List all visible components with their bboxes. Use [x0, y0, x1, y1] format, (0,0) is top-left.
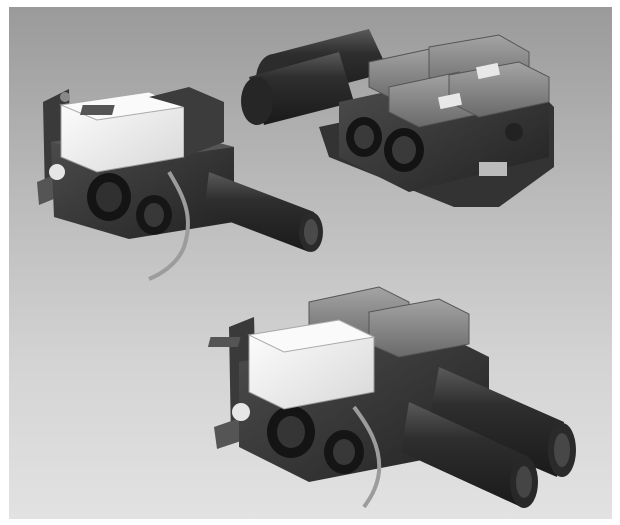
- sensor-display: [207, 337, 241, 347]
- cylinder-lower: [249, 52, 354, 125]
- port-medium-inner: [144, 203, 164, 227]
- cylinder-end-cap: [304, 219, 318, 245]
- side-port: [505, 123, 523, 141]
- sensor-housing-top: [247, 319, 376, 353]
- port-large-inner: [277, 416, 305, 448]
- bracket-hole: [60, 92, 70, 102]
- cylinder: [204, 172, 314, 252]
- valve-block: [149, 87, 224, 157]
- fitting-plug: [232, 403, 250, 421]
- cylinder-upper: [429, 367, 564, 477]
- sensor-cable: [148, 170, 191, 281]
- module-label-2: [437, 92, 463, 110]
- cylinder-upper-cap: [554, 433, 570, 467]
- valve-unit-left: [37, 87, 323, 281]
- cylinder-lower: [401, 402, 529, 507]
- product-photo: [9, 7, 612, 519]
- port-right-inner: [392, 136, 416, 164]
- port-medium-inner: [333, 439, 355, 465]
- cylinder-lower-end: [241, 77, 273, 125]
- fitting-plug: [49, 164, 65, 180]
- valve-unit-bottom: [207, 286, 576, 509]
- valve-unit-right: [241, 29, 554, 207]
- sensor-cable: [352, 405, 382, 509]
- valve-assemblies-illustration: [37, 29, 576, 509]
- cylinder-lower-cap: [516, 466, 532, 498]
- module-label-1: [475, 62, 501, 80]
- port-left-inner: [354, 125, 374, 149]
- label-plate: [479, 162, 507, 176]
- port-large-inner: [96, 182, 122, 212]
- sensor-display: [80, 105, 115, 115]
